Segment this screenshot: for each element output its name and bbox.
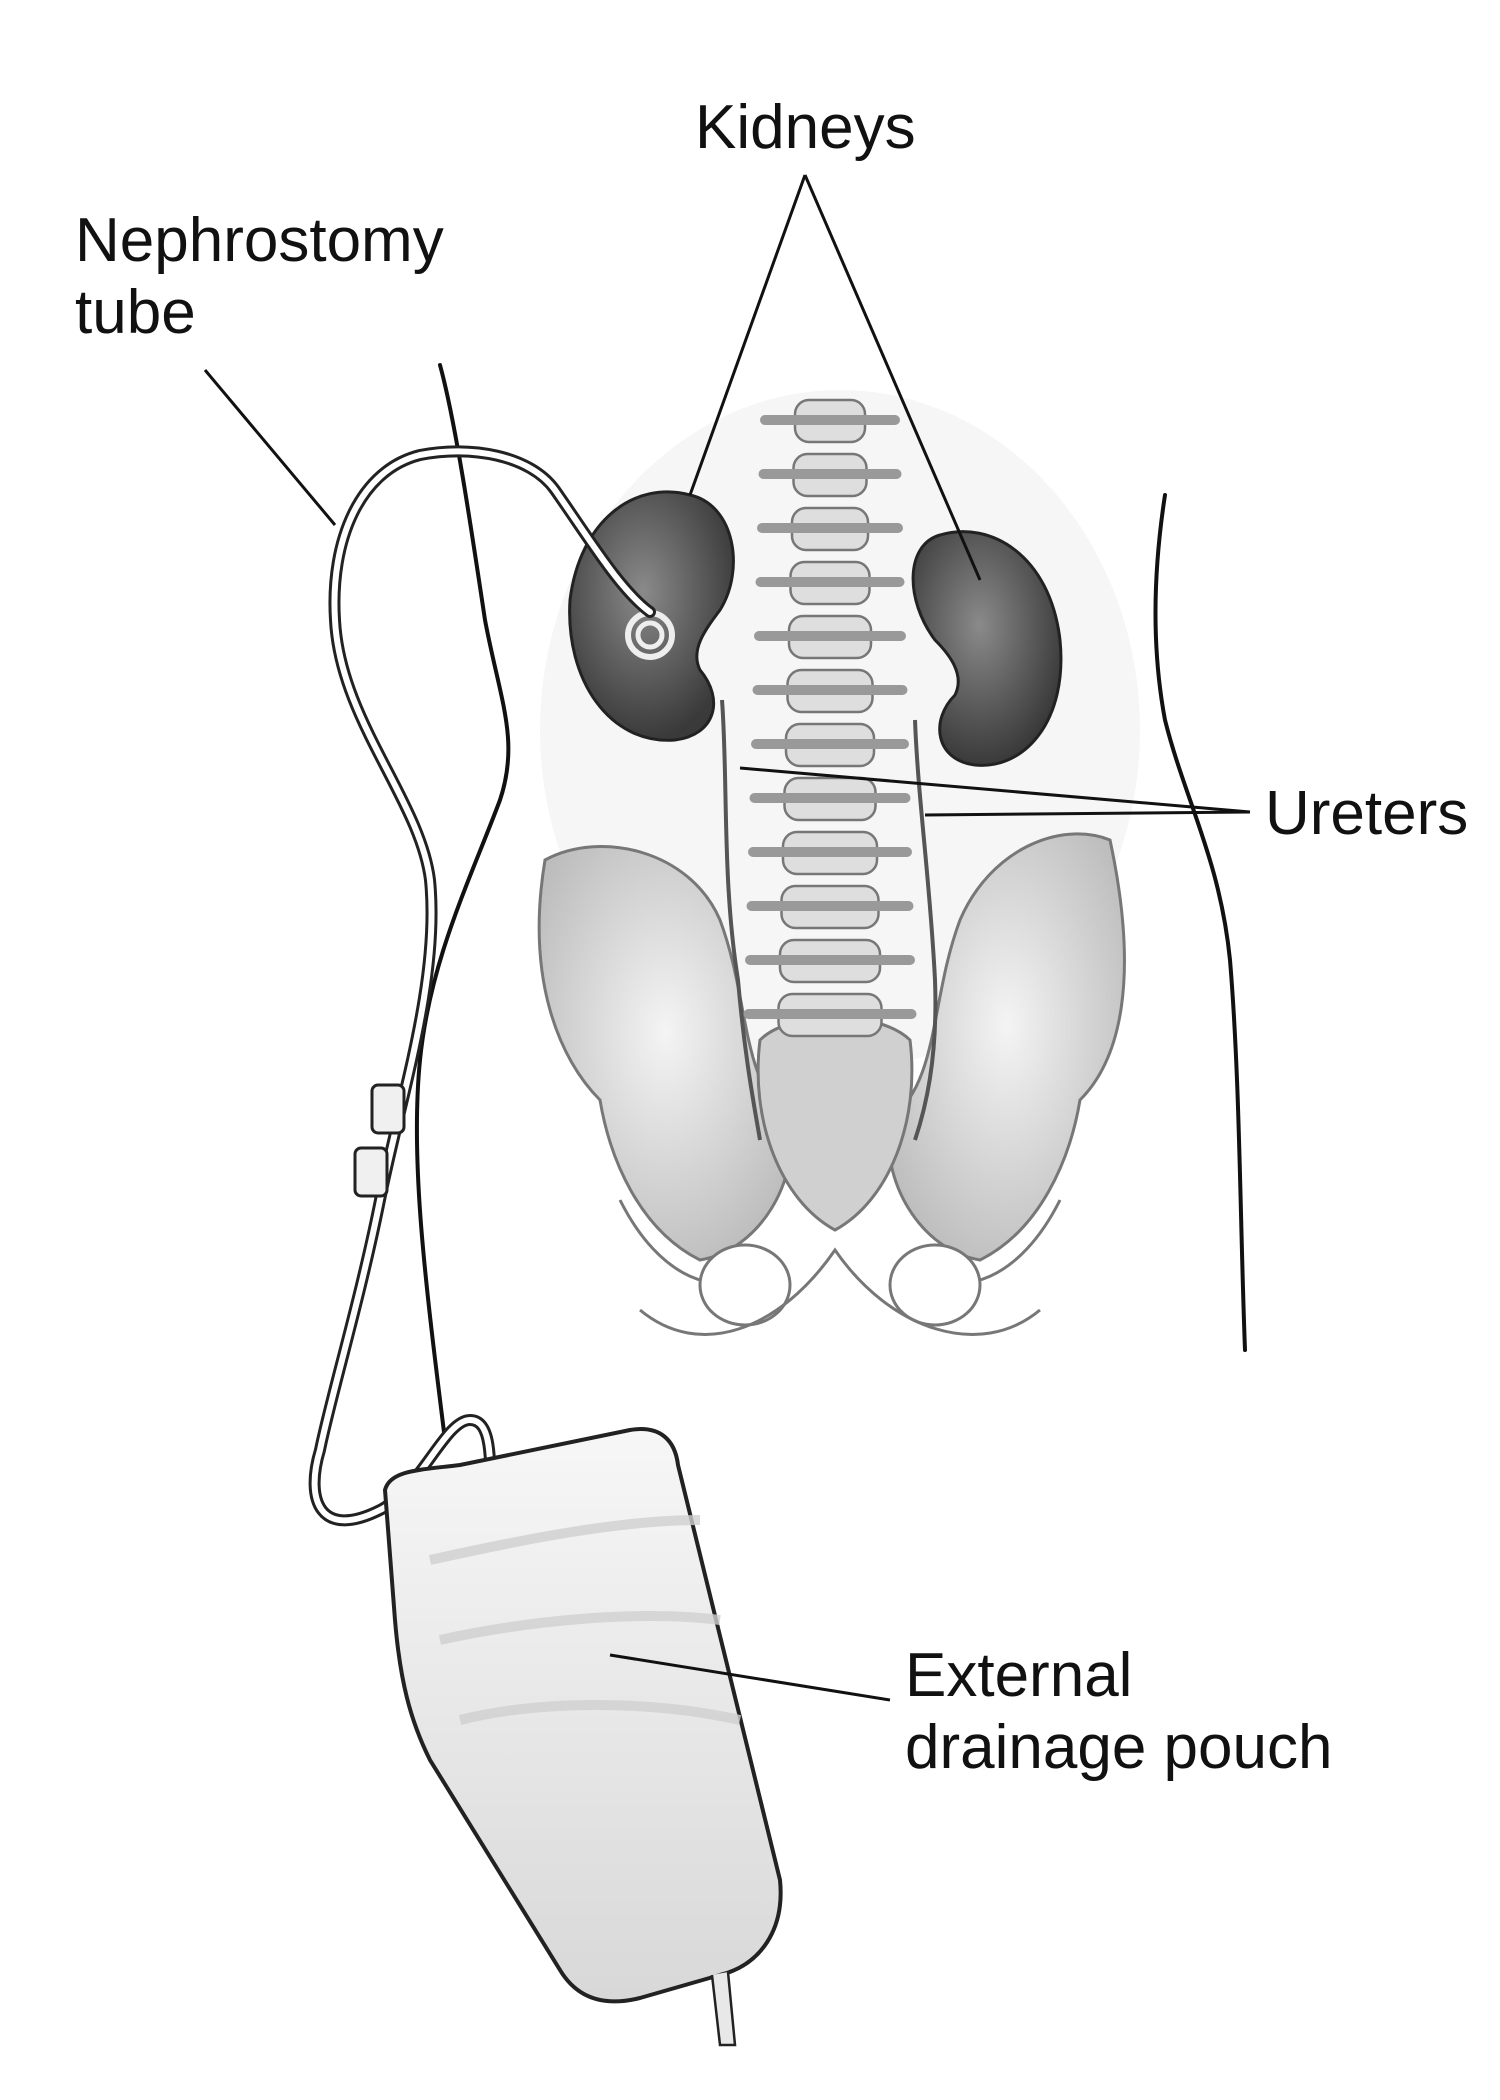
right-kidney <box>911 530 1063 767</box>
nephrostomy-tube-label-line1: Nephrostomy <box>75 206 444 275</box>
drainage-pouch-label-line2: drainage pouch <box>905 1713 1333 1782</box>
nephrostomy-tube-label: Nephrostomy tube <box>75 205 444 349</box>
kidneys-label-text: Kidneys <box>695 93 916 162</box>
pelvis <box>537 832 1126 1336</box>
drainage-pouch-label: External drainage pouch <box>905 1640 1332 1784</box>
drainage-pouch-label-line1: External <box>905 1641 1133 1710</box>
pouch-leader <box>609 1653 891 1702</box>
ureters-leader-left <box>739 766 1251 814</box>
tube-connector <box>370 1083 406 1135</box>
ureters-label: Ureters <box>1265 778 1468 850</box>
nephrostomy-tube-label-line2: tube <box>75 278 196 347</box>
leader-lines <box>203 174 1251 1702</box>
ureters-leader-right <box>924 810 1251 817</box>
ureters <box>720 699 938 1141</box>
tube-connector <box>353 1146 389 1198</box>
ureters-label-text: Ureters <box>1265 779 1469 848</box>
torso-outline <box>414 363 1247 1442</box>
spine <box>743 398 917 1038</box>
pouch-outlet <box>710 1971 737 2047</box>
kidneys-leader-left <box>688 174 807 496</box>
kidneys-leader-right <box>803 174 982 581</box>
tube-leader <box>203 369 337 526</box>
kidneys-label: Kidneys <box>695 92 916 164</box>
drainage-pouch <box>382 1427 783 2047</box>
